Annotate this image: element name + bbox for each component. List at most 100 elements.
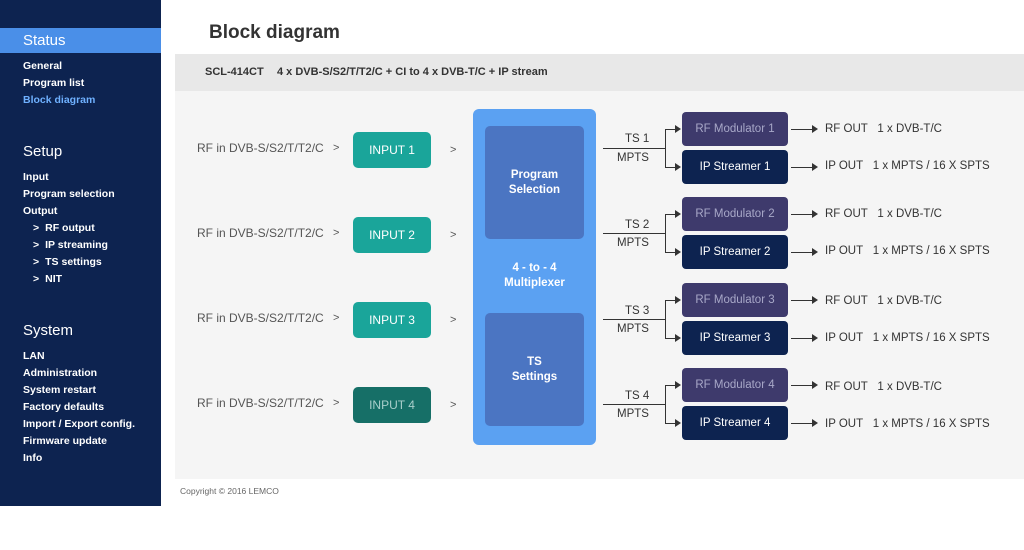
arrow-right-icon [675,381,681,389]
ip-out-label-2: IP OUT 1 x MPTS / 16 X SPTS [825,245,990,257]
sidebar-item-system-restart[interactable]: System restart [23,384,96,396]
arrow-right-icon [812,381,818,389]
model-name: SCL-414CT [205,66,264,78]
program-selection-block[interactable]: Program Selection [485,126,584,239]
rf-in-label-2: RF in DVB-S/S2/T/T2/C [197,226,324,240]
ts-label-3: TS 3 [625,305,650,317]
sidebar-item-input[interactable]: Input [23,171,49,183]
arrow-gt-1a: > [333,142,340,154]
rf-in-label-1: RF in DVB-S/S2/T/T2/C [197,141,324,155]
page-title: Block diagram [209,22,340,43]
ts-label-1: TS 1 [625,133,650,145]
arrow-right-icon [812,248,818,256]
ip-streamer-2[interactable]: IP Streamer 2 [682,235,788,269]
arrow-right-icon [675,125,681,133]
arrow-right-icon [675,419,681,427]
rf-out-label-4: RF OUT 1 x DVB-T/C [825,381,942,393]
sidebar-subitem-label: RF output [45,222,95,234]
sidebar-item-factory-defaults[interactable]: Factory defaults [23,401,105,413]
sidebar-item-import-export[interactable]: Import / Export config. [23,418,135,430]
sidebar-item-output[interactable]: Output [23,205,58,217]
rf-out-label-3: RF OUT 1 x DVB-T/C [825,295,942,307]
sidebar-section-status[interactable]: Status [0,28,161,53]
mpts-label-4: MPTS [617,408,649,420]
sidebar-item-block-diagram[interactable]: Block diagram [23,94,96,106]
sidebar-item-firmware-update[interactable]: Firmware update [23,435,108,447]
rf-out-label-2: RF OUT 1 x DVB-T/C [825,208,942,220]
sidebar-item-program-selection[interactable]: Program selection [23,188,115,200]
sidebar-section-setup[interactable]: Setup [23,143,63,160]
connector-line [665,385,675,386]
connector-line [665,214,666,252]
connector-line [665,167,675,168]
ts-label-4: TS 4 [625,390,650,402]
multiplexer-label: 4 - to - 4 Multiplexer [504,262,565,289]
block-diagram: RF in DVB-S/S2/T/T2/C > INPUT 1 > RF in … [175,91,1024,479]
arrow-right-icon [812,334,818,342]
sidebar-section-system[interactable]: System [23,322,74,339]
model-description: 4 x DVB-S/S2/T/T2/C + CI to 4 x DVB-T/C … [277,66,548,78]
arrow-right-icon [675,163,681,171]
sidebar-subitem-nit[interactable]: >NIT [0,271,161,288]
arrow-gt-2b: > [450,229,457,241]
connector-line [665,252,675,253]
sidebar-item-general[interactable]: General [23,60,63,72]
chevron-right-icon: > [33,273,40,285]
rf-modulator-4[interactable]: RF Modulator 4 [682,368,788,402]
connector-line [665,214,675,215]
ip-out-label-3: IP OUT 1 x MPTS / 16 X SPTS [825,332,990,344]
sidebar-subitem-ts-settings[interactable]: >TS settings [0,254,161,271]
input-4-button[interactable]: INPUT 4 [353,387,431,423]
ip-streamer-3[interactable]: IP Streamer 3 [682,321,788,355]
main-content: Block diagram SCL-414CT 4 x DVB-S/S2/T/T… [161,0,1024,506]
rf-modulator-1[interactable]: RF Modulator 1 [682,112,788,146]
arrow-right-icon [812,163,818,171]
connector-line [791,300,813,301]
connector-line [791,252,813,253]
arrow-gt-2a: > [333,227,340,239]
connector-line [665,423,675,424]
copyright: Copyright © 2016 LEMCO [180,486,279,496]
connector-line [665,300,675,301]
arrow-gt-4b: > [450,399,457,411]
model-bar: SCL-414CT 4 x DVB-S/S2/T/T2/C + CI to 4 … [175,54,1024,91]
arrow-gt-1b: > [450,144,457,156]
sidebar-subitem-ip-streaming[interactable]: > IP streaming [0,237,161,254]
connector-line [791,385,813,386]
connector-line [603,404,665,405]
arrow-gt-3a: > [333,312,340,324]
mpts-label-2: MPTS [617,237,649,249]
sidebar-item-info[interactable]: Info [23,452,43,464]
connector-line [665,129,666,167]
ts-settings-label: TS Settings [511,355,558,383]
ts-label-2: TS 2 [625,219,650,231]
ip-streamer-1[interactable]: IP Streamer 1 [682,150,788,184]
sidebar-item-program-list[interactable]: Program list [23,77,85,89]
input-3-button[interactable]: INPUT 3 [353,302,431,338]
rf-in-label-3: RF in DVB-S/S2/T/T2/C [197,311,324,325]
input-1-button[interactable]: INPUT 1 [353,132,431,168]
program-selection-label: Program Selection [508,168,561,196]
arrow-right-icon [812,125,818,133]
rf-modulator-3[interactable]: RF Modulator 3 [682,283,788,317]
ip-streamer-4[interactable]: IP Streamer 4 [682,406,788,440]
arrow-gt-4a: > [333,397,340,409]
arrow-right-icon [675,296,681,304]
connector-line [791,423,813,424]
arrow-right-icon [675,334,681,342]
sidebar-subitem-rf-output[interactable]: >RF output [0,220,161,237]
connector-line [665,300,666,338]
rf-modulator-2[interactable]: RF Modulator 2 [682,197,788,231]
connector-line [665,385,666,423]
ip-out-label-4: IP OUT 1 x MPTS / 16 X SPTS [825,418,990,430]
chevron-right-icon: > [33,256,40,268]
sidebar-item-administration[interactable]: Administration [23,367,98,379]
ts-settings-block[interactable]: TS Settings [485,313,584,426]
rf-out-label-1: RF OUT 1 x DVB-T/C [825,123,942,135]
input-2-button[interactable]: INPUT 2 [353,217,431,253]
sidebar-subitem-label: IP streaming [45,239,108,251]
ip-out-label-1: IP OUT 1 x MPTS / 16 X SPTS [825,160,990,172]
sidebar-item-lan[interactable]: LAN [23,350,45,362]
chevron-right-icon: > [33,239,40,251]
connector-line [665,338,675,339]
